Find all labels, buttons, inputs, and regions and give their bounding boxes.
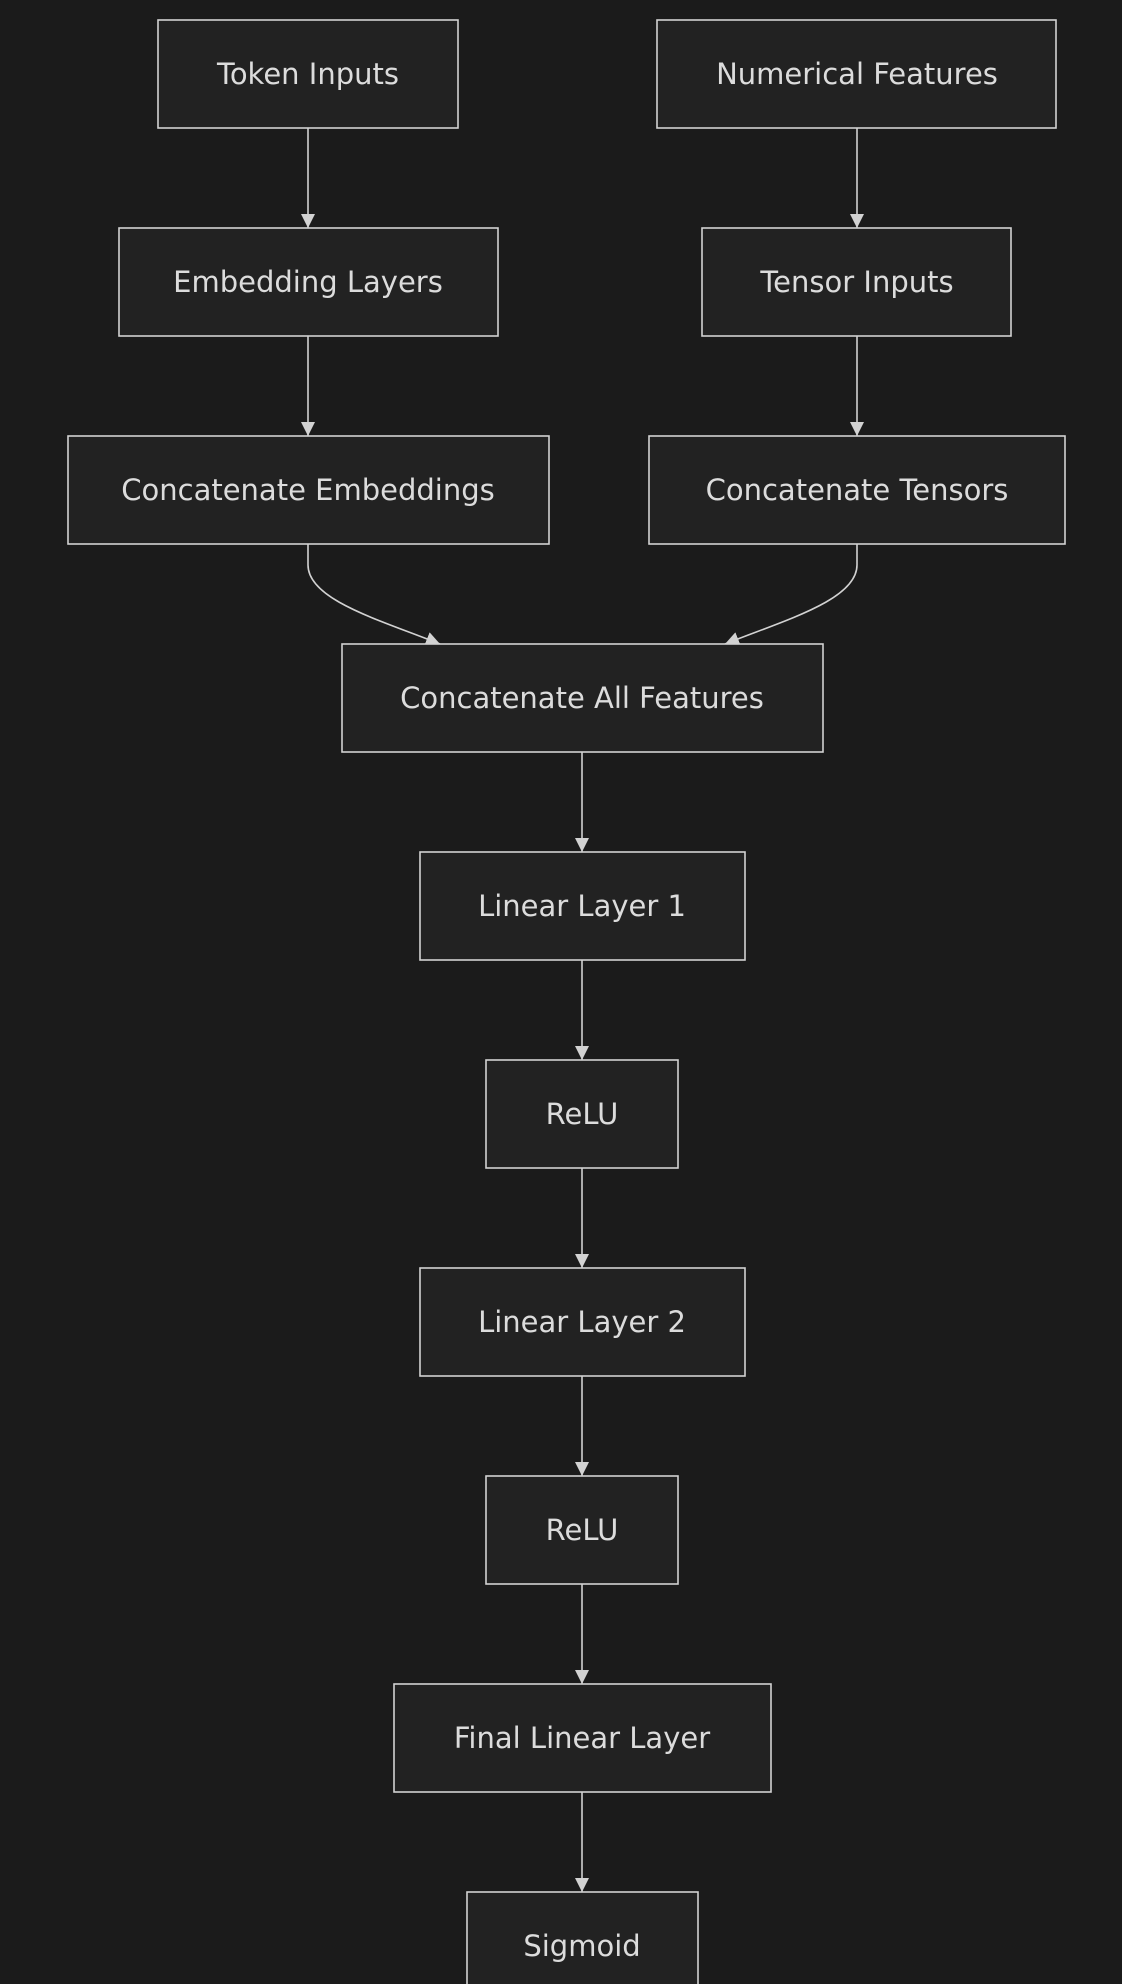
node-token-inputs: Token Inputs bbox=[157, 19, 459, 129]
node-label: Concatenate Embeddings bbox=[121, 473, 494, 507]
node-linear-layer-1: Linear Layer 1 bbox=[419, 851, 746, 961]
node-label: ReLU bbox=[546, 1513, 619, 1547]
node-label: Concatenate Tensors bbox=[706, 473, 1009, 507]
node-label: Concatenate All Features bbox=[400, 681, 764, 715]
node-concatenate-tensors: Concatenate Tensors bbox=[648, 435, 1066, 545]
node-label: Token Inputs bbox=[216, 57, 399, 91]
node-label: Linear Layer 2 bbox=[478, 1305, 686, 1339]
node-label: Numerical Features bbox=[716, 57, 998, 91]
node-concatenate-embeddings: Concatenate Embeddings bbox=[67, 435, 550, 545]
node-label: Embedding Layers bbox=[173, 265, 443, 299]
edge-concatenate-embeddings-to-concatenate-all-features bbox=[307, 544, 441, 646]
node-embedding-layers: Embedding Layers bbox=[118, 227, 499, 337]
node-sigmoid: Sigmoid bbox=[466, 1891, 699, 1984]
node-label: Final Linear Layer bbox=[454, 1721, 710, 1755]
node-relu-2: ReLU bbox=[485, 1475, 679, 1585]
node-numerical-features: Numerical Features bbox=[656, 19, 1057, 129]
node-label: Tensor Inputs bbox=[759, 265, 953, 299]
node-concatenate-all-features: Concatenate All Features bbox=[341, 643, 824, 753]
node-linear-layer-2: Linear Layer 2 bbox=[419, 1267, 746, 1377]
node-label: Linear Layer 1 bbox=[478, 889, 686, 923]
edges bbox=[301, 128, 864, 1892]
node-tensor-inputs: Tensor Inputs bbox=[701, 227, 1012, 337]
node-label: Sigmoid bbox=[523, 1929, 640, 1963]
node-label: ReLU bbox=[546, 1097, 619, 1131]
edge-concatenate-tensors-to-concatenate-all-features bbox=[724, 544, 858, 646]
node-final-linear-layer: Final Linear Layer bbox=[393, 1683, 772, 1793]
node-relu-1: ReLU bbox=[485, 1059, 679, 1169]
